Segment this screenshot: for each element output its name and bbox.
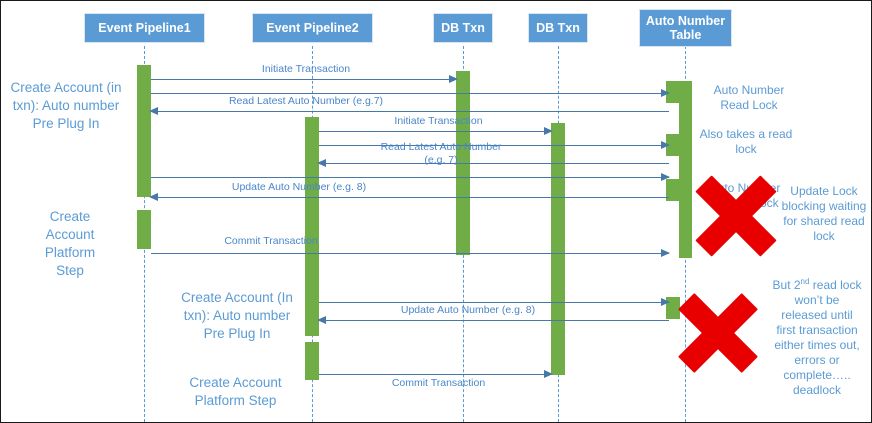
activation-ep1-commit bbox=[137, 210, 151, 249]
red-x-deadlock-icon bbox=[674, 289, 762, 377]
participant-label-dbtxn1: DB Txn bbox=[441, 21, 485, 35]
message-arrow-m7 bbox=[661, 172, 670, 181]
message-line-m5 bbox=[319, 145, 669, 146]
participant-label-ep1: Event Pipeline1 bbox=[98, 21, 191, 35]
red-x-blocking-icon bbox=[691, 171, 781, 261]
note2-line4: Step bbox=[56, 263, 84, 278]
message-line-m3 bbox=[151, 111, 669, 112]
message-label-m11: Update Auto Number (e.g. 8) bbox=[400, 304, 536, 316]
note-update-lock-blocking: Update Lock blocking waiting for shared … bbox=[778, 184, 870, 244]
deadlock-line8: deadlock bbox=[792, 383, 842, 397]
participant-label-ep2: Event Pipeline2 bbox=[266, 21, 359, 35]
activation-dbtxn2 bbox=[551, 123, 565, 375]
note-also-takes-read-lock: Also takes a read lock bbox=[687, 127, 805, 157]
activation-autonum-main bbox=[679, 81, 692, 258]
note4-line1: Create Account bbox=[189, 375, 282, 390]
message-arrow-m1 bbox=[449, 74, 458, 83]
message-arrow-m12 bbox=[544, 369, 553, 378]
activation-ep2-commit bbox=[305, 342, 319, 380]
lock1-line1: Auto Number bbox=[713, 83, 785, 97]
message-label-m1: Initiate Transaction bbox=[261, 63, 351, 75]
lock1-line2: Read Lock bbox=[720, 98, 778, 112]
deadlock-line1: But 2nd read lock bbox=[765, 274, 869, 293]
message-label-m6-line1: Read Latest Auto Number bbox=[380, 141, 502, 153]
blocking-line1: Update Lock bbox=[790, 184, 858, 198]
note2-line2: Account bbox=[45, 227, 95, 242]
note1-line2: txn): Auto number bbox=[12, 98, 120, 113]
message-arrow-m9 bbox=[661, 248, 670, 257]
note1-line3: Pre Plug In bbox=[32, 116, 100, 131]
message-line-m1 bbox=[151, 79, 456, 80]
lock2-line1: Also takes a read bbox=[699, 127, 793, 141]
note-auto-number-read-lock: Auto Number Read Lock bbox=[694, 83, 804, 113]
participant-box-ep2[interactable]: Event Pipeline2 bbox=[252, 13, 373, 43]
message-arrow-m5 bbox=[661, 140, 670, 149]
message-arrow-m10 bbox=[661, 297, 670, 306]
message-line-m10 bbox=[319, 302, 669, 303]
lock2-line2: lock bbox=[735, 142, 757, 156]
message-label-m6-line2: (e.g. 7) bbox=[424, 154, 458, 166]
note4-line2: Platform Step bbox=[194, 393, 277, 408]
activation-ep1-main bbox=[137, 65, 151, 197]
message-line-m9 bbox=[151, 253, 669, 254]
message-line-m4 bbox=[319, 131, 551, 132]
participant-box-ep1[interactable]: Event Pipeline1 bbox=[84, 13, 205, 43]
message-label-m12: Commit Transaction bbox=[391, 377, 486, 389]
message-line-m6 bbox=[319, 163, 669, 164]
participant-label-autonum-line1: Auto Number bbox=[645, 14, 726, 28]
note3-line1: Create Account (In bbox=[181, 290, 293, 305]
message-label-m9: Commit Transaction bbox=[224, 235, 318, 247]
message-label-m4: Initiate Transaction bbox=[394, 115, 483, 127]
note2-line1: Create bbox=[49, 209, 91, 224]
deadlock-rest: read lock bbox=[809, 278, 862, 292]
participant-box-dbtxn1[interactable]: DB Txn bbox=[433, 13, 493, 43]
message-line-m7 bbox=[151, 177, 669, 178]
note-create-account-platform-step-1: Create Account Platform Step bbox=[15, 208, 125, 280]
message-line-m11 bbox=[319, 320, 669, 321]
deadlock-line7: complete….. bbox=[783, 368, 851, 382]
message-line-m2 bbox=[151, 93, 669, 94]
deadlock-line2: won’t be bbox=[794, 293, 840, 307]
message-label-m8: Update Auto Number (e.g. 8) bbox=[231, 181, 367, 193]
message-arrow-m3 bbox=[149, 106, 158, 115]
note3-line3: Pre Plug In bbox=[203, 326, 271, 341]
blocking-line4: lock bbox=[813, 229, 835, 243]
participant-box-dbtxn2[interactable]: DB Txn bbox=[528, 13, 588, 43]
message-arrow-m8 bbox=[149, 192, 158, 201]
deadlock-line4: first transaction bbox=[776, 323, 858, 337]
deadlock-ordinal: nd bbox=[800, 277, 810, 286]
participant-label-autonum-line2: Table bbox=[669, 28, 702, 42]
message-line-m12 bbox=[319, 374, 551, 375]
note1-line1: Create Account (in bbox=[10, 80, 122, 95]
activation-autonum-stub-read2 bbox=[666, 134, 680, 156]
note2-line3: Platform bbox=[44, 245, 96, 260]
deadlock-line5: either times out, bbox=[774, 338, 860, 352]
note-deadlock-explanation: But 2nd read lock won’t be released unti… bbox=[765, 274, 869, 398]
note3-line2: txn): Auto number bbox=[183, 308, 291, 323]
message-arrow-m4 bbox=[544, 126, 553, 135]
message-arrow-m2 bbox=[661, 88, 670, 97]
deadlock-line6: errors or bbox=[794, 353, 840, 367]
message-arrow-m6 bbox=[317, 158, 326, 167]
message-label-m3: Read Latest Auto Number (e.g.7) bbox=[228, 95, 384, 107]
participant-box-autonum[interactable]: Auto Number Table bbox=[639, 9, 732, 47]
note-create-account-pre-plugin-2: Create Account (In txn): Auto number Pre… bbox=[169, 289, 305, 343]
activation-ep2-main bbox=[305, 117, 319, 336]
message-line-m8 bbox=[151, 197, 669, 198]
note-create-account-pre-plugin-1: Create Account (in txn): Auto number Pre… bbox=[1, 79, 131, 133]
activation-autonum-stub-update1 bbox=[666, 179, 680, 201]
deadlock-prefix: But 2 bbox=[772, 278, 801, 292]
deadlock-line3: released until bbox=[781, 308, 853, 322]
blocking-line3: for shared read bbox=[783, 214, 865, 228]
activation-autonum-stub-read1 bbox=[666, 81, 680, 103]
note-create-account-platform-step-2: Create Account Platform Step bbox=[166, 374, 305, 410]
message-arrow-m11 bbox=[317, 315, 326, 324]
participant-label-dbtxn2: DB Txn bbox=[536, 21, 580, 35]
blocking-line2: blocking waiting bbox=[781, 199, 867, 213]
